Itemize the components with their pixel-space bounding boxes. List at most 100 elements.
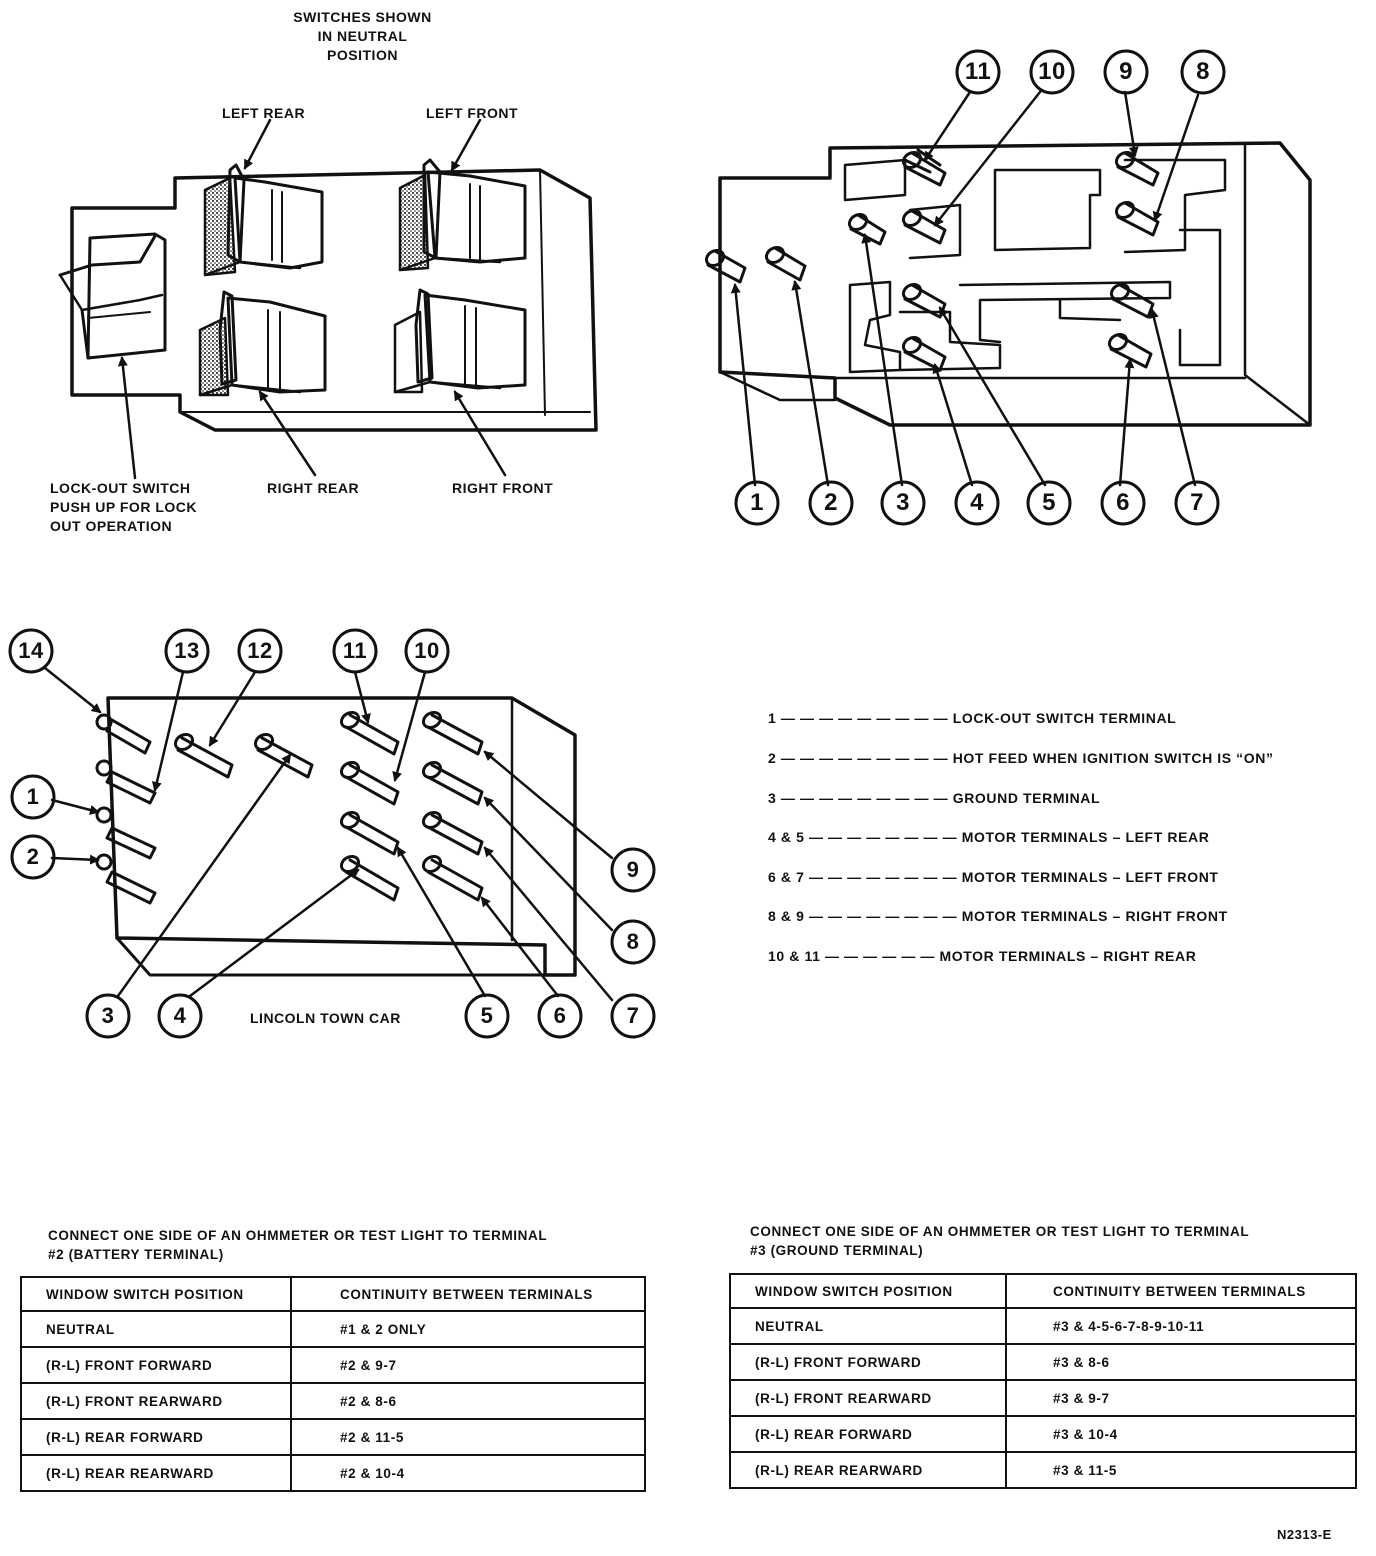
legend-row-2: 2 — — — — — — — — — HOT FEED WHEN IGNITI… (768, 750, 1274, 766)
table-row: (R-L) REAR REARWARD #3 & 11-5 (729, 1451, 1357, 1489)
callout-14: 14 (18, 638, 44, 663)
callout-2-top: 2 (824, 489, 838, 516)
legend-num: 8 & 9 (768, 908, 805, 924)
right-table-note: CONNECT ONE SIDE OF AN OHMMETER OR TEST … (750, 1222, 1249, 1260)
callout-10: 10 (414, 638, 440, 663)
table-row: NEUTRAL #1 & 2 ONLY (20, 1310, 646, 1348)
position-cell: (R-L) REAR REARWARD (20, 1454, 292, 1492)
neutral-position-header: SWITCHES SHOWN IN NEUTRAL POSITION (280, 8, 445, 65)
legend-dash: — — — — — — — — (808, 908, 958, 924)
terminal-block-drawing (704, 90, 1312, 487)
legend-dash: — — — — — — — — — (780, 790, 949, 806)
legend-num: 1 (768, 710, 777, 726)
legend-num: 10 & 11 (768, 948, 821, 964)
continuity-cell: #2 & 11-5 (290, 1418, 646, 1456)
table-row: (R-L) FRONT FORWARD #3 & 8-6 (729, 1343, 1357, 1381)
header-line-2: IN NEUTRAL (317, 28, 408, 44)
position-cell: NEUTRAL (729, 1307, 1007, 1345)
column-header-continuity: CONTINUITY BETWEEN TERMINALS (1005, 1273, 1357, 1309)
continuity-cell: #3 & 11-5 (1005, 1451, 1357, 1489)
continuity-cell: #2 & 8-6 (290, 1382, 646, 1420)
legend-num: 6 & 7 (768, 869, 805, 885)
ground-continuity-table: WINDOW SWITCH POSITION CONTINUITY BETWEE… (729, 1273, 1357, 1489)
lockout-line-1: LOCK-OUT SWITCH (50, 480, 191, 496)
right-rear-switch-drawing (198, 290, 327, 397)
callout-13: 13 (174, 638, 200, 663)
table-header-row: WINDOW SWITCH POSITION CONTINUITY BETWEE… (729, 1273, 1357, 1309)
legend-dash: — — — — — — (824, 948, 936, 964)
label-right-front: RIGHT FRONT (452, 480, 554, 496)
legend-row-7: 10 & 11 — — — — — — MOTOR TERMINALS – RI… (768, 948, 1196, 964)
label-left-front: LEFT FRONT (426, 105, 519, 121)
callout-8-top: 8 (1196, 58, 1210, 85)
legend-row-5: 6 & 7 — — — — — — — — MOTOR TERMINALS – … (768, 869, 1219, 885)
legend-row-1: 1 — — — — — — — — — LOCK-OUT SWITCH TERM… (768, 710, 1176, 726)
position-cell: (R-L) FRONT REARWARD (729, 1379, 1007, 1417)
continuity-cell: #2 & 10-4 (290, 1454, 646, 1492)
callout-3-top: 3 (896, 489, 910, 516)
callout-5-top: 5 (1042, 489, 1056, 516)
header-line-1: SWITCHES SHOWN (293, 9, 432, 25)
callout-8: 8 (626, 929, 640, 954)
position-cell: (R-L) FRONT FORWARD (729, 1343, 1007, 1381)
right-front-switch-drawing (393, 288, 527, 394)
lockout-line-2: PUSH UP FOR LOCK (50, 499, 197, 515)
position-cell: (R-L) REAR REARWARD (729, 1451, 1007, 1489)
table-row: (R-L) FRONT REARWARD #2 & 8-6 (20, 1382, 646, 1420)
legend-dash: — — — — — — — — (808, 869, 958, 885)
table-header-row: WINDOW SWITCH POSITION CONTINUITY BETWEE… (20, 1276, 646, 1312)
position-cell: (R-L) REAR FORWARD (729, 1415, 1007, 1453)
callout-4: 4 (173, 1003, 187, 1028)
position-cell: (R-L) FRONT REARWARD (20, 1382, 292, 1420)
lincoln-terminal-drawing (43, 666, 614, 1002)
legend-row-6: 8 & 9 — — — — — — — — MOTOR TERMINALS – … (768, 908, 1228, 924)
legend-text: HOT FEED WHEN IGNITION SWITCH IS “ON” (952, 750, 1274, 766)
top-right-callout-circles (734, 49, 1226, 526)
column-header-position: WINDOW SWITCH POSITION (729, 1273, 1007, 1309)
left-table-note: CONNECT ONE SIDE OF AN OHMMETER OR TEST … (48, 1226, 547, 1264)
callout-7: 7 (626, 1003, 640, 1028)
legend-dash: — — — — — — — — — (780, 750, 949, 766)
callout-1: 1 (26, 784, 40, 809)
table-row: (R-L) REAR REARWARD #2 & 10-4 (20, 1454, 646, 1492)
callout-1-top: 1 (750, 489, 764, 516)
legend-text: GROUND TERMINAL (952, 790, 1101, 806)
bottom-left-callout-circles (8, 628, 656, 1039)
legend-text: MOTOR TERMINALS – RIGHT FRONT (961, 908, 1228, 924)
legend-dash: — — — — — — — — — (780, 710, 949, 726)
column-header-continuity: CONTINUITY BETWEEN TERMINALS (290, 1276, 646, 1312)
position-cell: NEUTRAL (20, 1310, 292, 1348)
continuity-cell: #3 & 8-6 (1005, 1343, 1357, 1381)
note-line-1: CONNECT ONE SIDE OF AN OHMMETER OR TEST … (48, 1228, 548, 1243)
callout-12: 12 (247, 638, 273, 663)
left-rear-switch-drawing (203, 163, 324, 277)
lockout-line-3: OUT OPERATION (50, 518, 173, 534)
callout-6-top: 6 (1116, 489, 1130, 516)
table-row: NEUTRAL #3 & 4-5-6-7-8-9-10-11 (729, 1307, 1357, 1345)
table-row: (R-L) REAR FORWARD #3 & 10-4 (729, 1415, 1357, 1453)
lincoln-town-car-caption: LINCOLN TOWN CAR (250, 1010, 401, 1026)
callout-9: 9 (626, 857, 640, 882)
table-row: (R-L) FRONT REARWARD #3 & 9-7 (729, 1379, 1357, 1417)
continuity-cell: #3 & 4-5-6-7-8-9-10-11 (1005, 1307, 1357, 1345)
callout-7-top: 7 (1190, 489, 1204, 516)
legend-row-3: 3 — — — — — — — — — GROUND TERMINAL (768, 790, 1100, 806)
legend-row-4: 4 & 5 — — — — — — — — MOTOR TERMINALS – … (768, 829, 1209, 845)
continuity-cell: #2 & 9-7 (290, 1346, 646, 1384)
column-header-position: WINDOW SWITCH POSITION (20, 1276, 292, 1312)
legend-num: 3 (768, 790, 777, 806)
callout-2: 2 (26, 844, 40, 869)
callout-11-top: 11 (964, 58, 992, 85)
figure-id: N2313-E (1277, 1527, 1332, 1542)
continuity-cell: #3 & 10-4 (1005, 1415, 1357, 1453)
callout-6: 6 (553, 1003, 567, 1028)
note-line-2: #3 (GROUND TERMINAL) (750, 1243, 924, 1258)
legend-num: 4 & 5 (768, 829, 805, 845)
legend-dash: — — — — — — — — (808, 829, 958, 845)
table-row: (R-L) REAR FORWARD #2 & 11-5 (20, 1418, 646, 1456)
label-left-rear: LEFT REAR (222, 105, 306, 121)
continuity-cell: #1 & 2 ONLY (290, 1310, 646, 1348)
legend-num: 2 (768, 750, 777, 766)
label-right-rear: RIGHT REAR (267, 480, 360, 496)
